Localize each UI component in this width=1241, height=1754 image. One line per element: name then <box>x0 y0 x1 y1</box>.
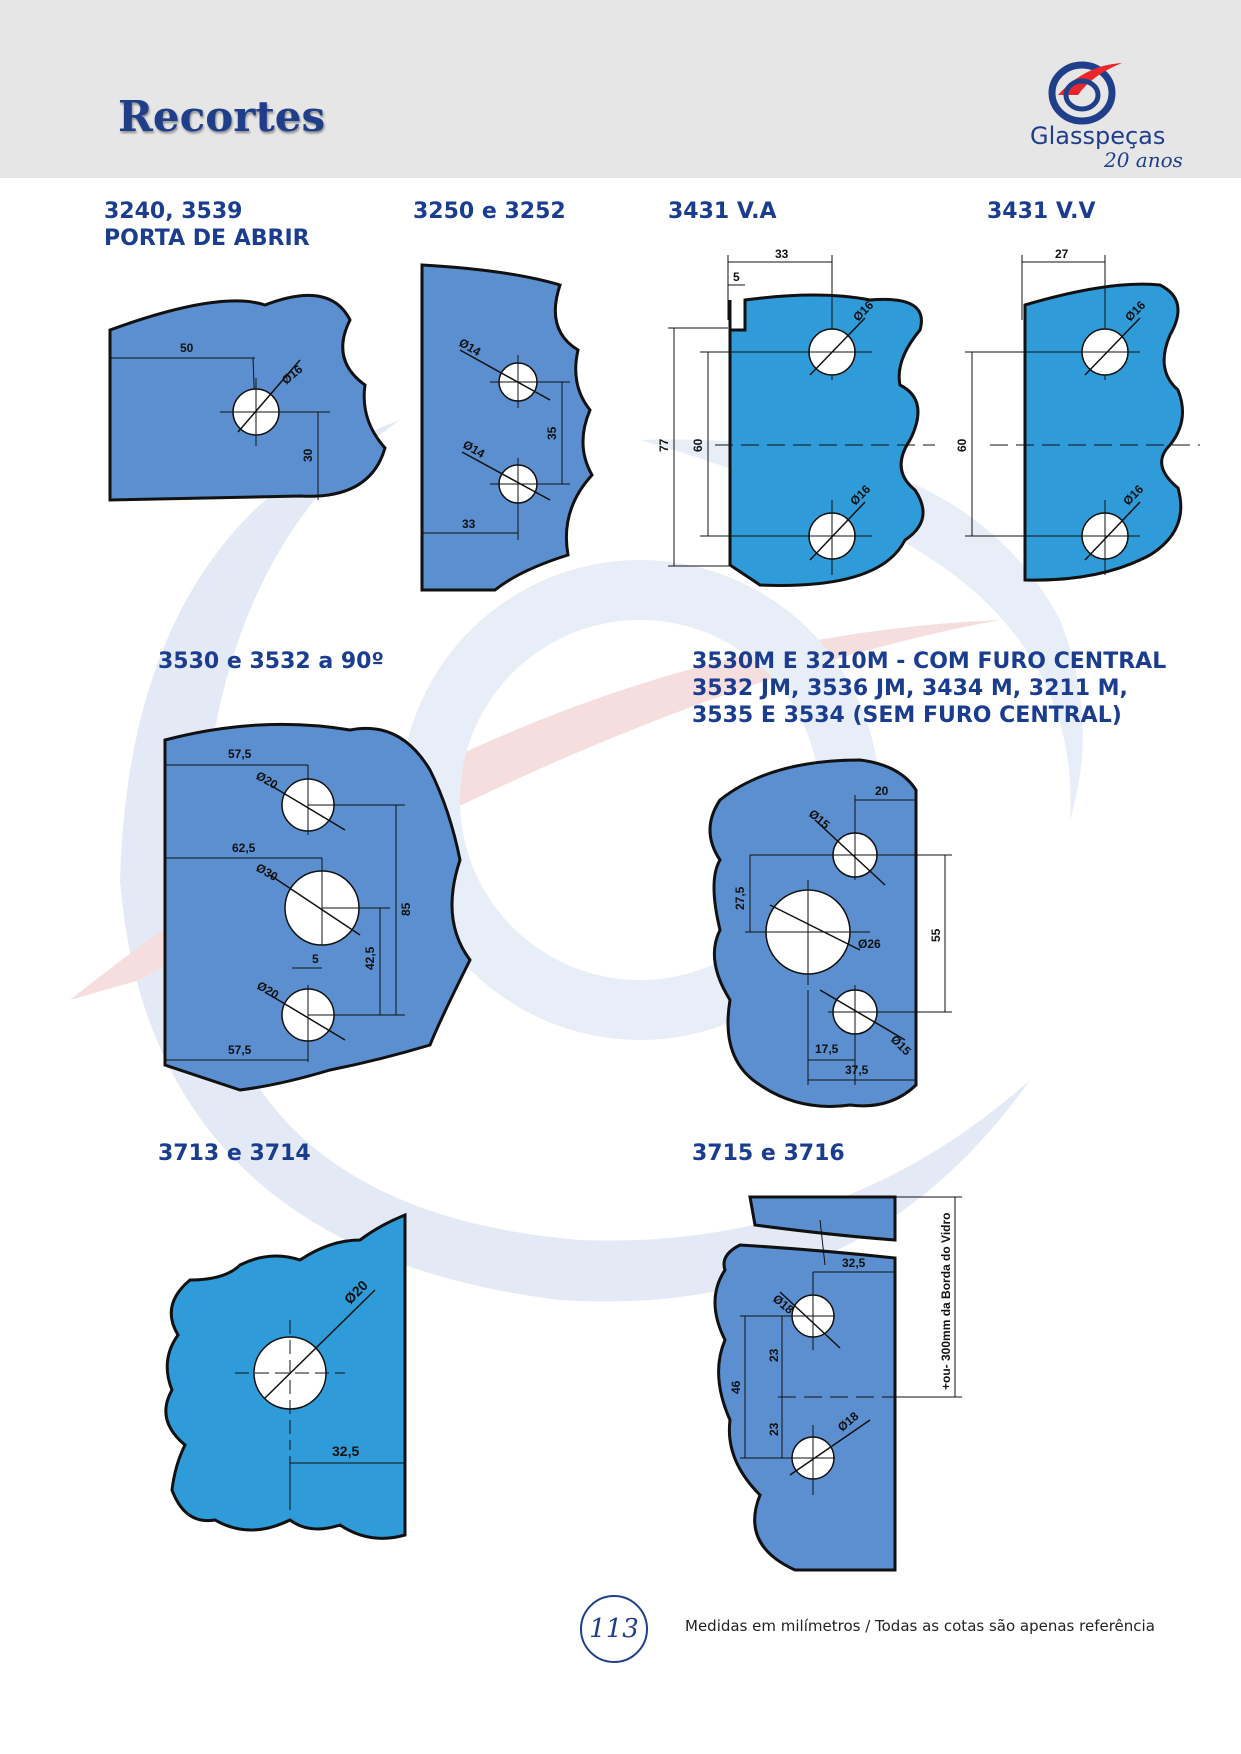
dim-label: 33 <box>462 517 476 531</box>
section-title-3715-3716: 3715 e 3716 <box>692 1141 845 1166</box>
dim-label: 32,5 <box>332 1443 359 1459</box>
cutout-3240-3539: 50 Ø16 30 <box>108 293 387 502</box>
page-header <box>0 0 1241 178</box>
dim-label: 30 <box>301 448 315 462</box>
dim-label: 17,5 <box>815 1042 839 1056</box>
dim-label: 60 <box>691 438 705 452</box>
cutout-3530m-3210m: 20 Ø15 27,5 Ø26 55 17,5 Ø15 37,5 <box>708 758 952 1108</box>
dim-label: 37,5 <box>845 1063 869 1077</box>
cutout-3431-vv: 27 Ø16 Ø16 60 <box>955 247 1200 582</box>
cutout-3715-3716: 32,5 Ø18 23 46 23 Ø18 +ou- 300mm da Bord… <box>713 1195 962 1572</box>
cutout-3530-3532: 57,5 Ø20 62,5 Ø30 85 42,5 5 Ø20 57,5 <box>163 722 472 1092</box>
dim-label: Ø26 <box>858 937 881 951</box>
dim-label: 27,5 <box>733 886 747 910</box>
logo-subtitle: 20 anos <box>1104 148 1183 172</box>
glasspecas-logo-icon <box>1048 61 1122 125</box>
cutout-3713-3714: Ø20 32,5 <box>164 1212 407 1540</box>
section-title-3431-vv: 3431 V.V <box>987 199 1096 224</box>
page-number: 113 <box>580 1595 648 1663</box>
dim-label: 35 <box>545 426 559 440</box>
dim-label: 32,5 <box>842 1256 866 1270</box>
section-title-3530-3532: 3530 e 3532 a 90º <box>158 649 384 674</box>
footer-note: Medidas em milímetros / Todas as cotas s… <box>685 1617 1155 1635</box>
page-title: Recortes <box>118 92 326 141</box>
section-title-3240-3539: 3240, 3539 PORTA DE ABRIR <box>104 199 310 251</box>
dim-label: 85 <box>399 902 413 916</box>
dim-label: 60 <box>955 438 969 452</box>
dim-label: +ou- 300mm da Borda do Vidro <box>939 1213 953 1390</box>
dim-label: 55 <box>929 928 943 942</box>
section-title-3530m-3210m: 3530M E 3210M - COM FURO CENTRAL 3532 JM… <box>692 649 1167 728</box>
dim-label: 42,5 <box>363 946 377 970</box>
dim-label: 23 <box>767 1348 781 1362</box>
cutout-3431-va: 33 5 Ø16 Ø16 77 60 <box>657 247 935 587</box>
dim-label: 5 <box>312 952 319 966</box>
dim-label: 20 <box>875 784 889 798</box>
dim-label: 57,5 <box>228 747 252 761</box>
section-title-3250-3252: 3250 e 3252 <box>413 199 566 224</box>
dim-label: 23 <box>767 1422 781 1436</box>
dim-label: 5 <box>733 270 740 284</box>
dim-label: 27 <box>1055 247 1069 261</box>
section-title-3713-3714: 3713 e 3714 <box>158 1141 311 1166</box>
dim-label: 46 <box>729 1380 743 1394</box>
section-title-3431-va: 3431 V.A <box>668 199 777 224</box>
dim-label: 33 <box>775 247 789 261</box>
cutout-3250-3252: Ø14 Ø14 35 33 <box>420 263 594 592</box>
dim-label: 77 <box>657 438 671 452</box>
logo-name: Glasspeças <box>1030 122 1166 150</box>
dim-label: 62,5 <box>232 841 256 855</box>
dim-label: 57,5 <box>228 1043 252 1057</box>
dim-label: 50 <box>180 341 194 355</box>
